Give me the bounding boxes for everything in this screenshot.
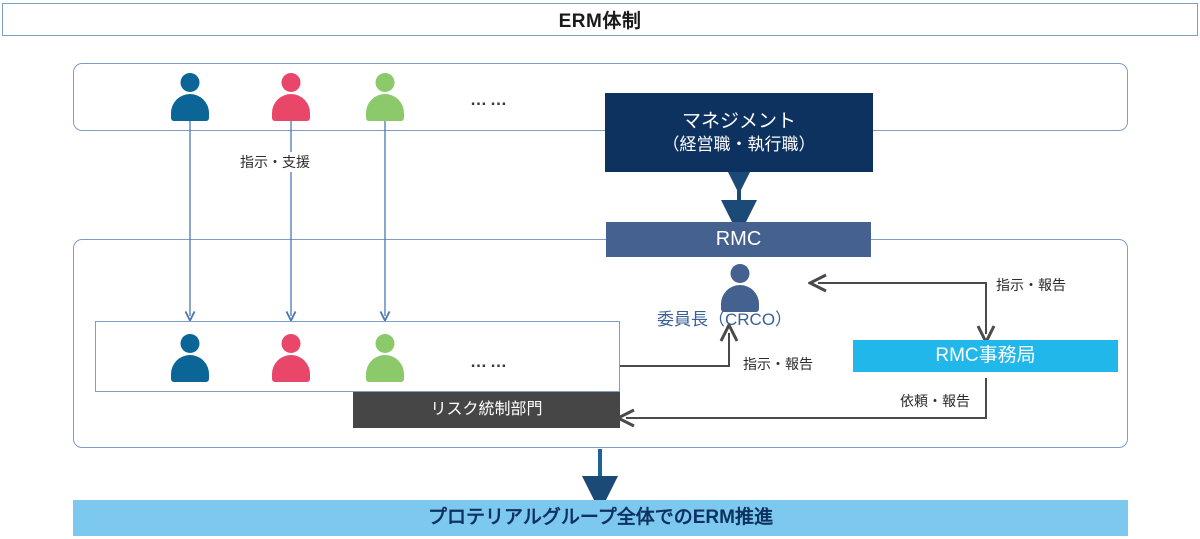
person-head (180, 334, 200, 353)
person-body (171, 355, 209, 382)
bottom-banner[interactable]: プロテリアルグループ全体でのERM推進 (73, 500, 1128, 536)
management-line2: （経営職・執行職） (662, 134, 816, 154)
flow-label-crco-instruction-report: 指示・報告 (740, 354, 816, 374)
person-head (375, 334, 395, 353)
person-icon-blue-top (171, 73, 209, 121)
top-group-container (73, 63, 1128, 131)
management-line1: マネジメント (681, 111, 796, 132)
person-head (281, 334, 301, 353)
person-icon-red-bottom (272, 334, 310, 382)
management-box[interactable]: マネジメント （経営職・執行職） (605, 93, 873, 172)
page-title: ERM体制 (558, 11, 642, 32)
person-body (366, 94, 404, 121)
flow-label-instruction-support: 指示・支援 (236, 152, 314, 172)
crco-label: 委員長（CRCO） (657, 310, 793, 329)
person-body (721, 285, 759, 312)
person-body (272, 94, 310, 121)
person-head (180, 73, 200, 92)
person-body (171, 94, 209, 121)
diagram-header: ERM体制 (2, 3, 1198, 36)
rmc-office-box[interactable]: RMC事務局 (853, 340, 1118, 372)
flow-label-office-instruction-report: 指示・報告 (993, 275, 1069, 295)
person-icon-green-top (366, 73, 404, 121)
person-head (730, 264, 750, 283)
ellipsis-top: …… (470, 90, 510, 109)
rmc-office-label: RMC事務局 (935, 345, 1036, 367)
person-icon-green-bottom (366, 334, 404, 382)
rmc-box[interactable]: RMC (606, 222, 871, 257)
person-icon-crco (721, 264, 759, 312)
flow-label-office-request-report: 依頼・報告 (897, 391, 973, 411)
bottom-banner-label: プロテリアルグループ全体でのERM推進 (428, 507, 773, 529)
person-head (281, 73, 301, 92)
bottom-group-container (73, 239, 1128, 448)
ellipsis-bottom: …… (470, 352, 510, 371)
person-head (375, 73, 395, 92)
person-icon-red-top (272, 73, 310, 121)
risk-control-department-box[interactable]: リスク統制部門 (353, 392, 620, 428)
person-body (272, 355, 310, 382)
person-body (366, 355, 404, 382)
person-icon-blue-bottom (171, 334, 209, 382)
rmc-label: RMC (715, 228, 762, 250)
risk-dept-label: リスク統制部門 (430, 401, 543, 418)
